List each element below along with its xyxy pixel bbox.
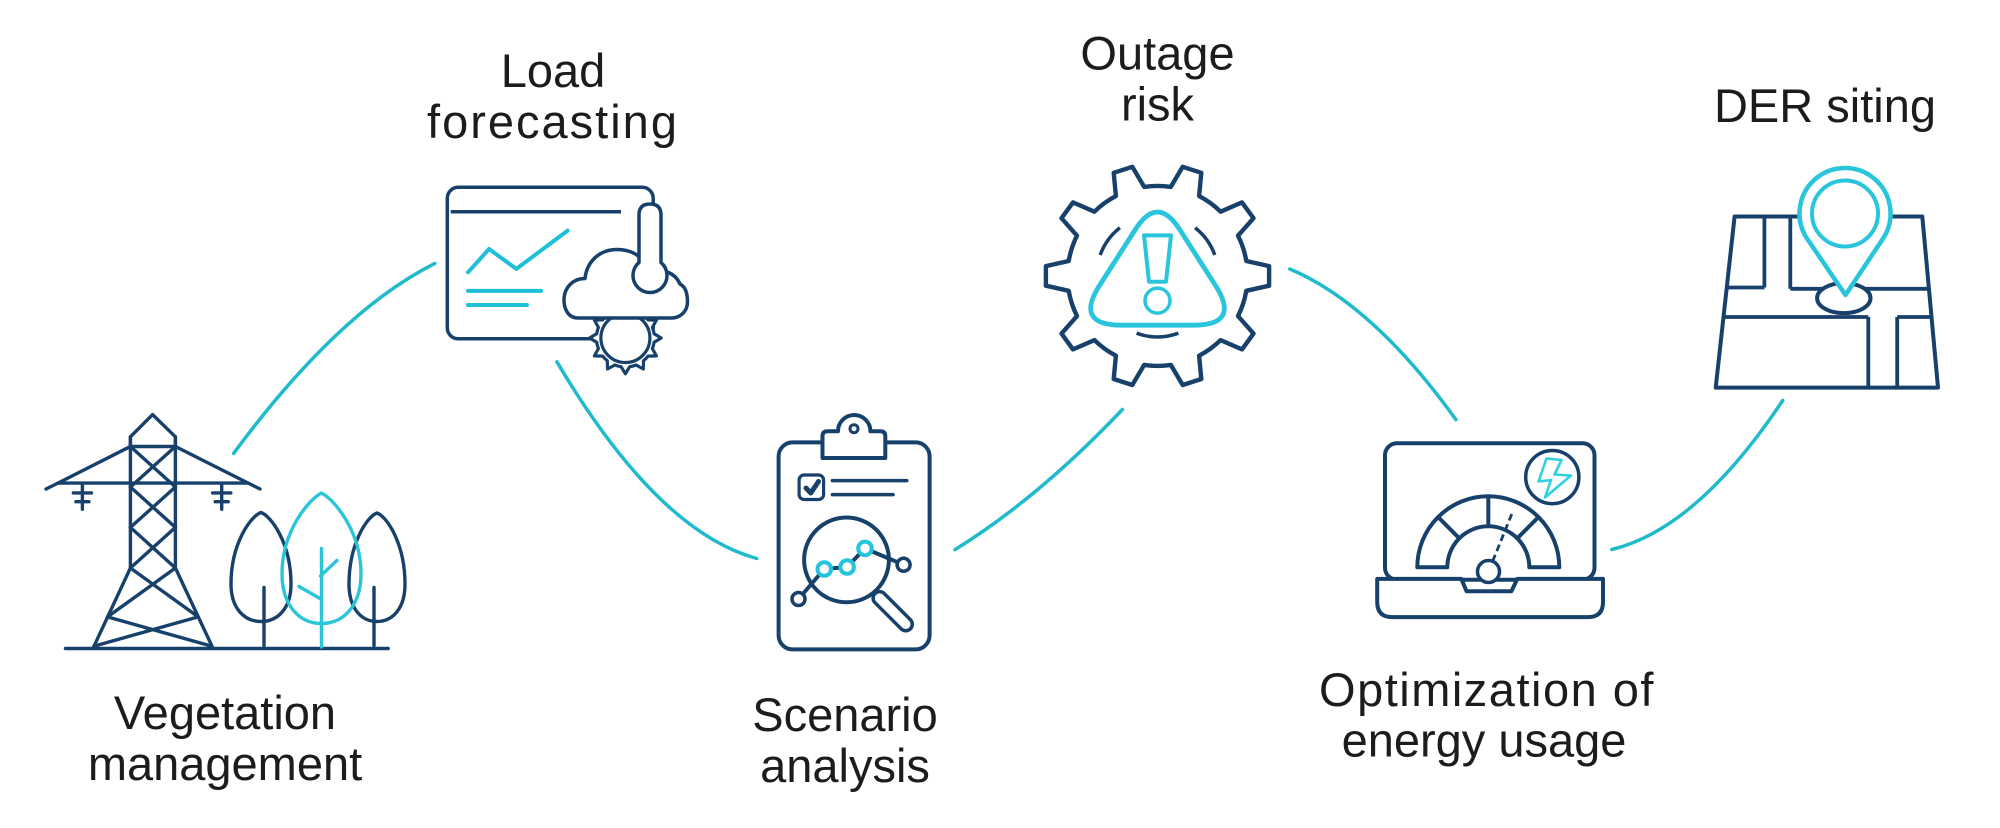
svg-text:Outage: Outage	[1080, 27, 1234, 80]
svg-text:DER siting: DER siting	[1714, 79, 1936, 132]
svg-text:forecasting: forecasting	[427, 95, 679, 148]
svg-text:Vegetation: Vegetation	[114, 686, 336, 739]
svg-text:management: management	[88, 737, 362, 790]
svg-text:Load: Load	[501, 44, 606, 97]
svg-text:Optimization of: Optimization of	[1319, 663, 1655, 716]
svg-text:Scenario: Scenario	[752, 688, 938, 741]
svg-text:energy usage: energy usage	[1342, 714, 1627, 767]
svg-text:risk: risk	[1121, 78, 1195, 131]
svg-text:analysis: analysis	[760, 739, 930, 792]
